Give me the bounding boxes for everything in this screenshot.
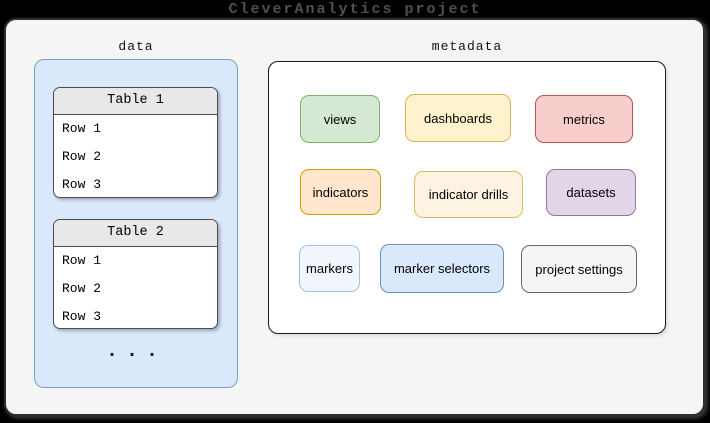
table-row: Row 3 — [62, 309, 102, 324]
metadata-panel: views dashboards metrics indicators indicato… — [268, 61, 666, 334]
meta-box-label: markers — [306, 261, 353, 276]
metadata-section-label: metadata — [431, 39, 503, 54]
meta-box-label: marker selectors — [393, 261, 491, 276]
meta-box-indicator-drills: indicator drills — [414, 171, 523, 218]
table-row: Row 3 — [62, 177, 102, 192]
table-title: Table 2 — [54, 220, 217, 247]
window-title-bar: CleverAnalytics project — [0, 0, 710, 18]
window-title: CleverAnalytics project — [228, 0, 482, 18]
table-row: Row 2 — [62, 149, 102, 164]
data-table: Table 1 Row 1 Row 2 Row 3 — [53, 87, 218, 198]
table-title: Table 1 — [54, 88, 217, 115]
meta-box-project-settings: project settings — [521, 245, 637, 293]
meta-box-label: indicators — [312, 184, 369, 200]
table-row: Row 2 — [62, 281, 102, 296]
meta-box-label: dashboards — [424, 110, 492, 126]
table-row: Row 1 — [62, 253, 102, 268]
meta-box-dashboards: dashboards — [405, 94, 511, 142]
more-tables-ellipsis: ... — [105, 340, 166, 363]
meta-box-views: views — [300, 95, 380, 143]
table-rows: Row 1 Row 2 Row 3 — [54, 247, 217, 328]
meta-box-label: views — [323, 111, 357, 127]
meta-box-label: indicator drills — [428, 187, 509, 202]
meta-box-label: project settings — [535, 261, 623, 277]
meta-box-marker-selectors: marker selectors — [380, 244, 504, 293]
meta-box-label: datasets — [566, 185, 616, 200]
meta-box-metrics: metrics — [535, 95, 633, 143]
meta-box-label: metrics — [563, 111, 605, 127]
meta-box-datasets: datasets — [546, 169, 636, 216]
table-row: Row 1 — [62, 121, 102, 136]
project-board: data metadata Table 1 Row 1 Row 2 Row 3 Ta… — [4, 18, 705, 416]
meta-box-markers: markers — [299, 245, 360, 292]
data-table: Table 2 Row 1 Row 2 Row 3 — [53, 219, 218, 329]
meta-box-indicators: indicators — [300, 169, 381, 215]
table-rows: Row 1 Row 2 Row 3 — [54, 115, 217, 197]
data-section-label: data — [118, 39, 154, 54]
